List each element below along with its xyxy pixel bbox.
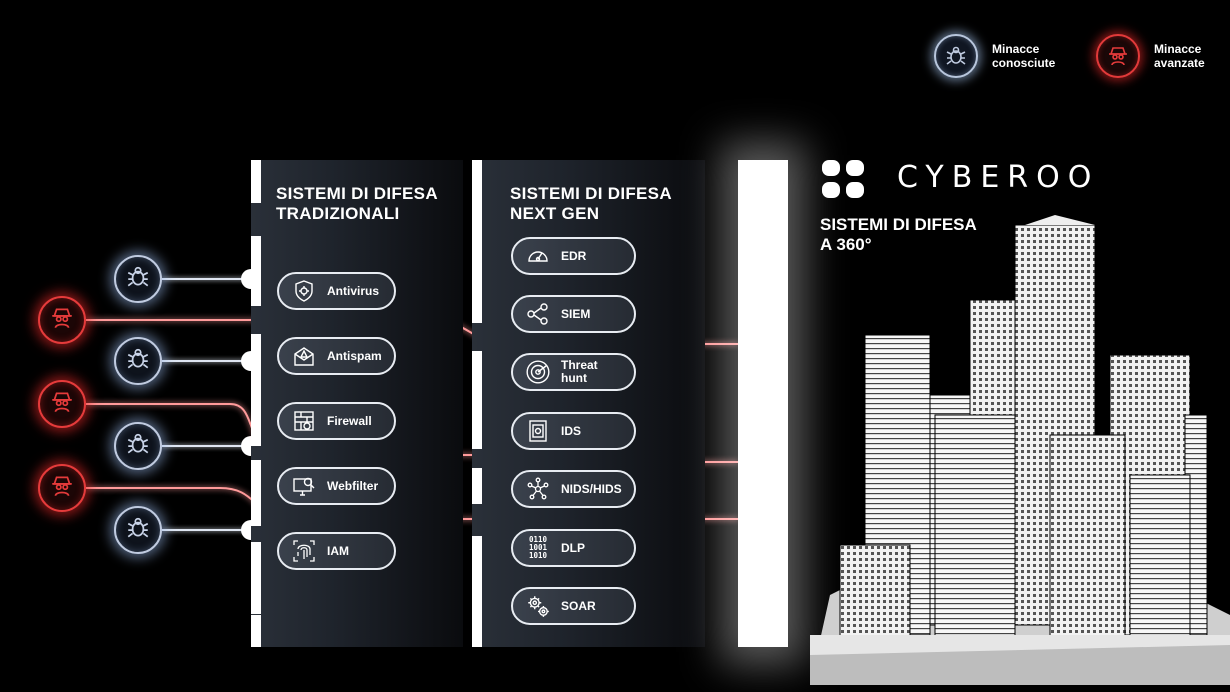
pill-siem: SIEM xyxy=(511,295,636,333)
advanced-threat-3 xyxy=(38,464,86,512)
pill-antivirus: Antivirus xyxy=(277,272,396,310)
firewall-icon xyxy=(291,408,317,434)
legend-known: Minacce conosciute xyxy=(934,34,1055,78)
brand-subtitle: SISTEMI DI DIFESA A 360° xyxy=(820,215,977,254)
known-threat-2 xyxy=(114,337,162,385)
gauge-icon xyxy=(525,243,551,269)
pill-webfilter: Webfilter xyxy=(277,467,396,505)
pill-firewall: Firewall xyxy=(277,402,396,440)
cyberoo-logo xyxy=(822,160,864,198)
mail-warning-icon xyxy=(291,343,317,369)
bug-icon xyxy=(125,431,151,462)
cyberoo-defense-wall xyxy=(738,160,788,647)
pill-soar: SOAR xyxy=(511,587,636,625)
traditional-title: SISTEMI DI DIFESA TRADIZIONALI xyxy=(276,184,438,223)
known-threat-3 xyxy=(114,422,162,470)
bug-icon xyxy=(125,346,151,377)
bug-icon xyxy=(125,264,151,295)
nextgen-title: SISTEMI DI DIFESA NEXT GEN xyxy=(510,184,672,223)
gears-icon xyxy=(525,593,551,619)
hacker-icon xyxy=(1096,34,1140,78)
binary-icon: 0110 1001 1010 xyxy=(528,535,548,560)
legend-advanced: Minacce avanzate xyxy=(1096,34,1205,78)
known-threat-4 xyxy=(114,506,162,554)
shield-virus-icon xyxy=(291,278,317,304)
hacker-icon xyxy=(49,305,75,336)
hacker-icon xyxy=(49,473,75,504)
monitor-search-icon xyxy=(291,473,317,499)
fingerprint-icon xyxy=(291,538,317,564)
pill-edr: EDR xyxy=(511,237,636,275)
network-nodes-icon xyxy=(525,476,551,502)
pill-threat-hunt: Threat hunt xyxy=(511,353,636,391)
pill-dlp: 0110 1001 1010 DLP xyxy=(511,529,636,567)
share-nodes-icon xyxy=(525,301,551,327)
pill-nids-hids: NIDS/HIDS xyxy=(511,470,636,508)
pill-ids: IDS xyxy=(511,412,636,450)
city-skyline-illustration xyxy=(810,215,1230,685)
advanced-threat-1 xyxy=(38,296,86,344)
bug-icon xyxy=(934,34,978,78)
legend-advanced-label: Minacce avanzate xyxy=(1154,42,1205,70)
hacker-icon xyxy=(49,389,75,420)
known-threat-1 xyxy=(114,255,162,303)
legend-known-label: Minacce conosciute xyxy=(992,42,1056,70)
advanced-threat-2 xyxy=(38,380,86,428)
brand-name: CYBEROO xyxy=(897,160,1100,195)
bug-icon xyxy=(125,515,151,546)
safe-icon xyxy=(525,418,551,444)
nextgen-defense-panel: SISTEMI DI DIFESA NEXT GEN xyxy=(472,160,705,647)
pill-antispam: Antispam xyxy=(277,337,396,375)
pill-iam: IAM xyxy=(277,532,396,570)
radar-icon xyxy=(525,359,551,385)
